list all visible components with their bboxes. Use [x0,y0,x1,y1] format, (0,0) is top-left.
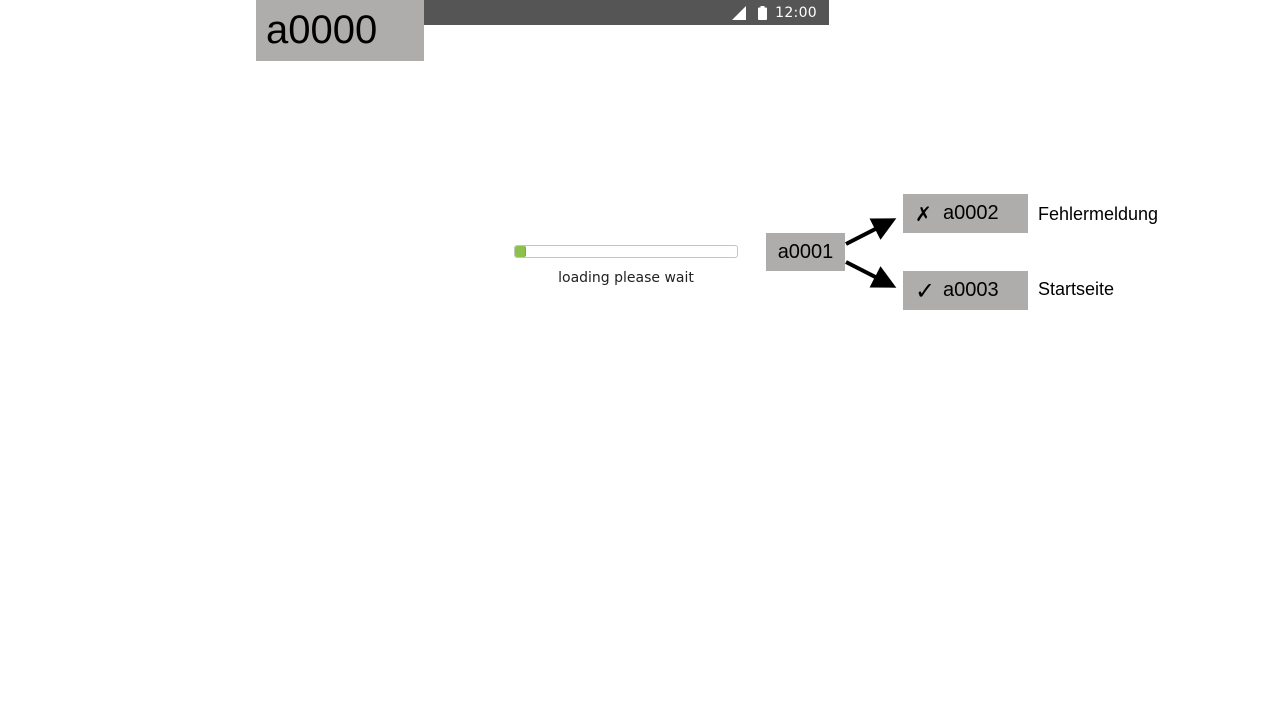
flow-node-id: a0003 [943,279,999,301]
cross-icon: ✗ [915,201,932,226]
progress-fill [515,246,527,257]
flow-node-a0002: ✗ a0002 [903,194,1028,233]
screen-id-label: a0000 [256,0,424,61]
arrow-to-error [845,218,897,246]
progress-bar [514,245,738,258]
outcome-label-start: Startseite [1038,279,1115,299]
flow-node-id: a0001 [777,240,834,263]
status-bar: 12:00 [424,0,829,25]
flow-node-a0003: ✓ a0003 [903,271,1028,310]
signal-icon [732,5,747,20]
status-time: 12:00 [775,4,817,21]
flow-node-a0001: a0001 [766,233,845,271]
battery-icon [758,5,768,20]
loading-message: loading please wait [558,270,694,286]
check-icon: ✓ [915,276,936,305]
flow-node-id: a0002 [943,202,999,224]
outcome-label-error: Fehlermeldung [1038,204,1159,224]
arrow-to-start [845,260,897,288]
